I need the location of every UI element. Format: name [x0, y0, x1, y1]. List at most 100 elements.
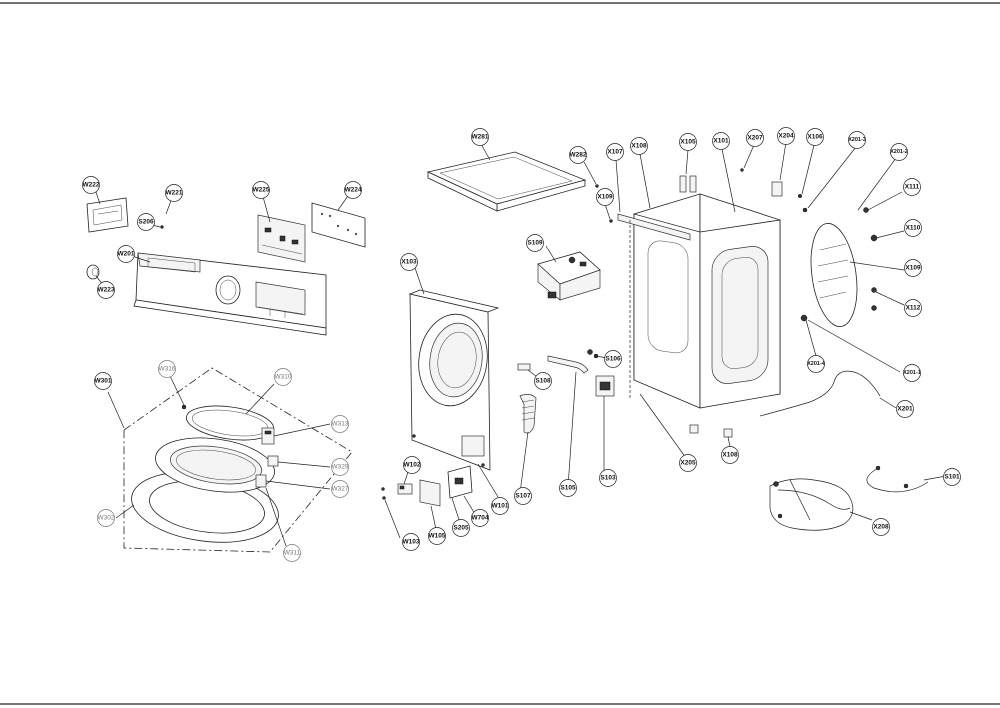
noise-filter-part — [771, 181, 783, 197]
svg-text:S107: S107 — [515, 493, 531, 500]
svg-text:X201-3: X201-3 — [848, 137, 866, 143]
callout-X109-small: X109 — [596, 188, 614, 206]
callout-W301: W301 — [94, 372, 112, 390]
svg-text:W101: W101 — [492, 503, 509, 510]
callout-W102: W102 — [403, 456, 421, 474]
callout-W704: W704 — [471, 509, 489, 527]
callout-W327: W327 — [331, 480, 349, 498]
svg-text:X205: X205 — [680, 460, 696, 467]
power-cord-part — [759, 370, 881, 417]
harness-group — [769, 465, 947, 531]
drain-hose-part — [519, 394, 537, 434]
svg-text:X208: X208 — [873, 524, 889, 531]
callout-W201: W201 — [117, 245, 135, 263]
callout-W224: W224 — [344, 181, 362, 199]
back-cover-part — [810, 223, 858, 327]
callout-W313: W313 — [331, 415, 349, 433]
svg-text:S106: S106 — [605, 356, 621, 363]
svg-text:S206: S206 — [138, 219, 154, 226]
control-box-part — [447, 465, 473, 499]
svg-text:X101: X101 — [713, 138, 729, 145]
svg-text:W329: W329 — [332, 464, 349, 471]
cabinet-body-group — [615, 141, 905, 459]
callout-X107: X107 — [606, 143, 624, 161]
svg-text:X103: X103 — [401, 259, 417, 266]
callout-W221: W221 — [165, 184, 183, 202]
svg-text:X108: X108 — [722, 452, 738, 459]
door-group — [107, 367, 353, 553]
svg-text:X106: X106 — [807, 134, 823, 141]
callout-X204: X204 — [777, 127, 795, 145]
callout-W281: W281 — [471, 128, 489, 146]
svg-text:W313: W313 — [332, 421, 349, 428]
svg-text:W704: W704 — [472, 515, 489, 522]
door-screw-part — [181, 404, 187, 410]
callout-S108: S108 — [534, 372, 552, 390]
callout-X105: X105 — [679, 133, 697, 151]
svg-text:S108: S108 — [535, 378, 551, 385]
inlet-hose-part — [547, 355, 589, 374]
svg-text:W316: W316 — [159, 366, 176, 373]
inlet-hose-s101 — [866, 467, 929, 493]
callout-X201-4: X201-4 — [807, 355, 826, 373]
svg-text:X201-4: X201-4 — [807, 361, 826, 367]
detergent-dispenser-part — [537, 251, 601, 301]
callout-W103: W103 — [402, 533, 420, 551]
svg-text:W311: W311 — [284, 550, 301, 557]
callout-W225: W225 — [252, 181, 270, 199]
svg-text:X108: X108 — [631, 143, 647, 150]
svg-text:X105: X105 — [680, 139, 696, 146]
cabinet-front-group — [408, 143, 613, 498]
callout-W282: W282 — [569, 146, 587, 164]
svg-text:W102: W102 — [404, 462, 421, 469]
callout-X109: X109 — [904, 259, 922, 277]
door-inner-frame-part — [155, 437, 275, 493]
callout-W105: W105 — [428, 527, 446, 545]
svg-text:X201: X201 — [897, 406, 913, 413]
drawer-handle-part — [86, 197, 129, 233]
callout-X201-2: X201-2 — [890, 143, 908, 161]
callout-X201-1: X201-1 — [903, 364, 921, 382]
svg-text:W103: W103 — [403, 539, 420, 546]
svg-text:S101: S101 — [944, 474, 960, 481]
lower-center-parts-group — [381, 349, 615, 539]
callout-S103: S103 — [599, 469, 617, 487]
callout-W329: W329 — [331, 458, 349, 476]
svg-text:W225: W225 — [253, 187, 270, 194]
callout-S105: S105 — [559, 479, 577, 497]
drain-pump-part — [595, 375, 615, 397]
callout-S109: S109 — [526, 234, 544, 252]
bracket-part — [397, 483, 413, 495]
door-lock-part — [267, 455, 279, 467]
callout-X101: X101 — [712, 132, 730, 150]
svg-text:X201-1: X201-1 — [903, 370, 921, 376]
cabinet-front-frame — [633, 213, 701, 409]
svg-text:W222: W222 — [83, 182, 100, 189]
svg-text:X107: X107 — [607, 149, 623, 156]
knob-part — [86, 264, 100, 280]
callout-S205: S205 — [452, 519, 470, 537]
callout-W101: W101 — [491, 497, 509, 515]
door-assembly-boundary — [123, 367, 353, 553]
callout-W311: W311 — [283, 544, 301, 562]
callout-X108-bottom: X108 — [721, 446, 739, 464]
callout-S101: S101 — [943, 468, 961, 486]
callout-S206: S206 — [137, 213, 155, 231]
top-plate-part — [426, 151, 587, 212]
callout-X110: X110 — [904, 219, 922, 237]
callout-X201: X201 — [896, 400, 914, 418]
svg-text:X201-2: X201-2 — [890, 149, 908, 155]
pcb-part — [257, 214, 306, 263]
svg-text:W310: W310 — [275, 374, 292, 381]
svg-text:S109: S109 — [527, 240, 543, 247]
filter-part — [517, 363, 531, 371]
control-panel-part — [133, 252, 327, 336]
control-panel-group — [86, 191, 366, 336]
door-hinge-part — [261, 427, 275, 445]
svg-text:X109: X109 — [597, 194, 613, 201]
svg-text:S105: S105 — [560, 485, 576, 492]
callout-W316: W316 — [158, 360, 176, 378]
callout-X207: X207 — [746, 129, 764, 147]
callout-X205: X205 — [679, 454, 697, 472]
